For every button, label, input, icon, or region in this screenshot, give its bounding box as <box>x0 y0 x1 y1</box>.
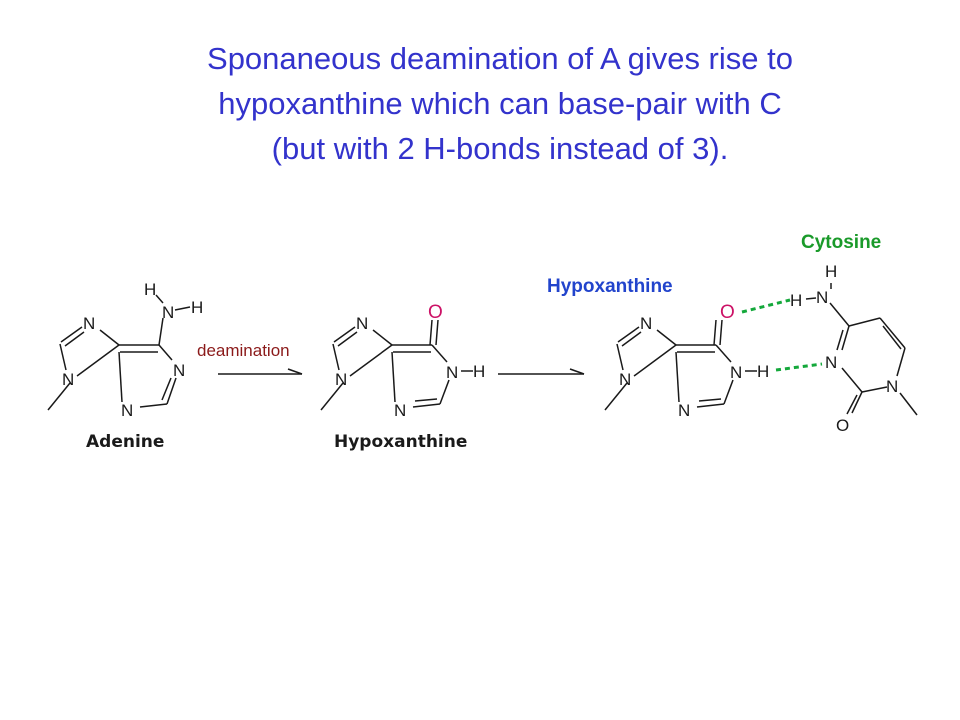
cytosine-structure: H N H N N O <box>790 262 918 435</box>
hypoxanthine-n1: N <box>446 363 458 382</box>
hypoxanthine-paired-structure: N N N N O H <box>604 302 769 420</box>
title-line-1: Sponaneous deamination of A gives rise t… <box>207 41 793 76</box>
paired-hypoxanthine-oxygen: O <box>720 302 735 323</box>
hypoxanthine-caption: Hypoxanthine <box>334 432 467 452</box>
hypoxanthine-oxygen: O <box>428 302 443 323</box>
paired-hypoxanthine-n9: N <box>619 370 631 389</box>
paired-hypoxanthine-n7: N <box>640 314 652 333</box>
adenine-amino-h1: H <box>144 280 156 299</box>
deamination-label: deamination <box>197 341 290 360</box>
hypoxanthine-n9: N <box>335 370 347 389</box>
title-line-3: (but with 2 H-bonds instead of 3). <box>271 131 729 166</box>
hydrogen-bond-o-h <box>741 298 791 314</box>
hypoxanthine-n3: N <box>394 401 406 420</box>
adenine-n9: N <box>62 370 74 389</box>
adenine-n3: N <box>121 401 133 420</box>
adenine-n1: N <box>173 361 185 380</box>
hypoxanthine-h: H <box>473 362 485 381</box>
cytosine-oxygen: O <box>836 416 849 435</box>
title-line-2: hypoxanthine which can base-pair with C <box>218 86 782 121</box>
hypoxanthine-structure: N N N N O H Hypoxanthine <box>320 302 485 452</box>
adenine-structure: N N N N N H H Adenine <box>47 280 203 452</box>
paired-hypoxanthine-h: H <box>757 362 769 381</box>
hypoxanthine-n7: N <box>356 314 368 333</box>
hydrogen-bond-h-n <box>775 362 823 372</box>
adenine-caption: Adenine <box>86 432 164 452</box>
adenine-n7: N <box>83 314 95 333</box>
slide-title: Sponaneous deamination of A gives rise t… <box>0 36 960 171</box>
cytosine-label: Cytosine <box>801 232 881 253</box>
reaction-arrow <box>498 368 585 375</box>
hypoxanthine-pair-label: Hypoxanthine <box>547 276 673 297</box>
cytosine-n3: N <box>825 353 837 372</box>
cytosine-amino-n: N <box>816 288 828 307</box>
paired-hypoxanthine-n1: N <box>730 363 742 382</box>
cytosine-h-top: H <box>825 262 837 281</box>
paired-hypoxanthine-n3: N <box>678 401 690 420</box>
adenine-amino-h2: H <box>191 298 203 317</box>
adenine-amino-n: N <box>162 303 174 322</box>
cytosine-amino-h: H <box>790 291 802 310</box>
cytosine-n1: N <box>886 377 898 396</box>
deamination-arrow: deamination <box>197 341 303 375</box>
